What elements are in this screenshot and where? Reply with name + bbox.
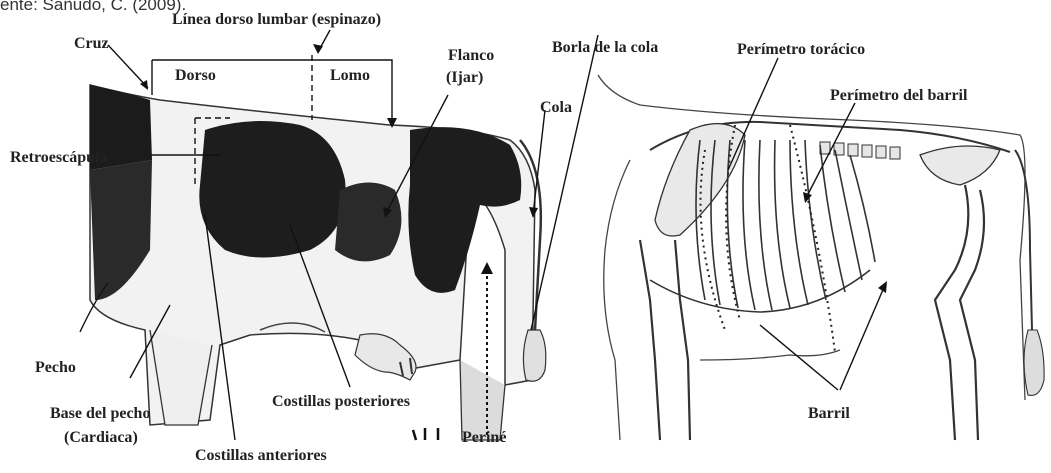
label-dorso: Dorso [175,67,216,84]
leader-lines-right [728,58,885,390]
label-pecho: Pecho [35,359,76,376]
cow-skeleton-illustration [598,75,1044,440]
label-flanco: Flanco [448,47,494,64]
label-perimetro-toracico: Perímetro torácico [737,41,865,58]
cow-body-illustration [90,85,546,440]
label-lomo: Lomo [330,67,370,84]
arrowheads-right [803,192,887,293]
label-cruz: Cruz [74,35,109,52]
label-retroescapula: Retroescápula [10,149,107,166]
label-linea-dorso-lumbar: Línea dorso lumbar (espinazo) [172,11,381,28]
label-perine: Periné [462,429,506,446]
label-base-pecho: Base del pecho [50,405,150,422]
label-costillas-anteriores: Costillas anteriores [195,447,327,464]
label-cardiaca: (Cardiaca) [64,429,138,446]
label-perimetro-barril: Perímetro del barril [830,87,968,104]
label-ijar: (Ijar) [446,69,483,86]
label-barril: Barril [808,405,850,422]
label-costillas-posteriores: Costillas posteriores [272,393,410,410]
label-borla-cola: Borla de la cola [552,39,658,56]
label-cola: Cola [540,99,572,116]
source-caption: ente: Sañudo, C. (2009). [0,0,186,14]
